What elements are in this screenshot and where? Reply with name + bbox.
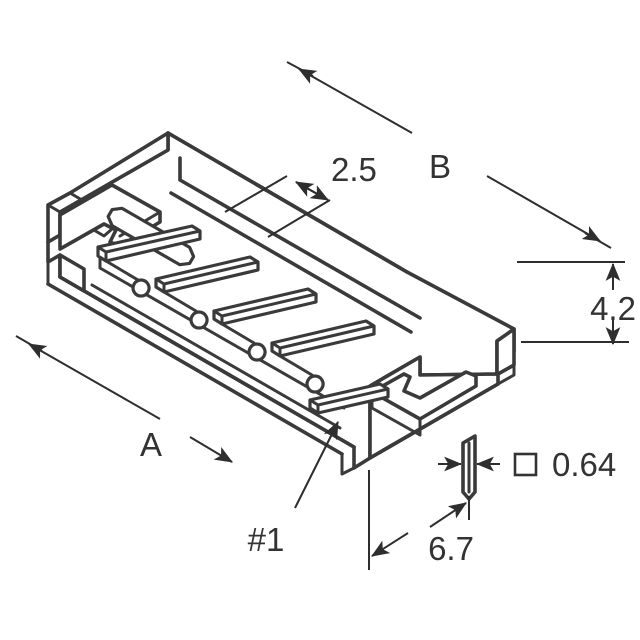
back-wall-inner-ridge [178, 156, 422, 320]
right-latch-face [418, 384, 478, 421]
dim-a-label: A [140, 426, 162, 463]
front-rail-upper [58, 275, 356, 449]
contact-blade-4-edge [270, 324, 376, 358]
contact-blade-2-edge [154, 260, 260, 294]
blade-2-root [162, 290, 198, 313]
back-wall-top-edge [166, 131, 409, 274]
connector-housing [46, 131, 516, 501]
dim-height-label: 4.2 [590, 290, 636, 327]
dimension-height: 4.2 [517, 261, 636, 346]
front-rail-ends [46, 260, 356, 476]
blade-1-root [104, 259, 140, 282]
dimension-pitch: 2.5 [224, 151, 377, 238]
dim-pitch-arrow-right [295, 181, 329, 201]
dim-pitch-label: 2.5 [331, 151, 377, 188]
blade-3-root [220, 322, 256, 345]
cavity-back-edge [169, 191, 413, 334]
pin-one-label: #1 [248, 521, 285, 558]
floor-inner-line [90, 283, 342, 430]
dim-a-line-right [189, 436, 233, 463]
dim-pin-size-label: 0.64 [552, 446, 616, 483]
dim-b-line-right [486, 175, 601, 242]
blade-3-nub [189, 310, 209, 330]
right-block-bottom-edge [368, 382, 500, 460]
dimension-b: B [286, 61, 612, 249]
right-standoff-step [496, 349, 516, 386]
callout-pin-one: #1 [248, 421, 339, 558]
dim-a-line-left [28, 343, 161, 420]
contact-blade-1-edge [96, 229, 202, 263]
pin-one-leader [294, 421, 339, 509]
square-symbol-icon [513, 452, 538, 477]
dim-pitch-ext-1 [224, 175, 288, 213]
dim-depth-arrow-left [371, 532, 409, 557]
contact-blade-5-edge [308, 387, 390, 415]
dim-b-label: B [429, 148, 451, 185]
blade-5-nub [305, 374, 325, 394]
left-end-tab-top [46, 131, 170, 244]
dimension-pin-size: 0.64 [438, 446, 616, 483]
blade-2-nub [131, 278, 151, 298]
dim-depth-arrow-right [429, 502, 467, 528]
dim-b-line-left [298, 68, 413, 134]
blade-4-root [278, 354, 314, 377]
contact-blade-3-edge [212, 292, 318, 326]
dimension-depth: 6.7 [368, 470, 474, 570]
blade-4-nub [247, 342, 267, 362]
dimension-a: A [15, 335, 233, 463]
dim-pitch-ext-2 [267, 199, 331, 238]
front-rail-lower [46, 282, 344, 456]
contact-blade-group [96, 206, 390, 415]
dim-depth-label: 6.7 [428, 530, 474, 567]
